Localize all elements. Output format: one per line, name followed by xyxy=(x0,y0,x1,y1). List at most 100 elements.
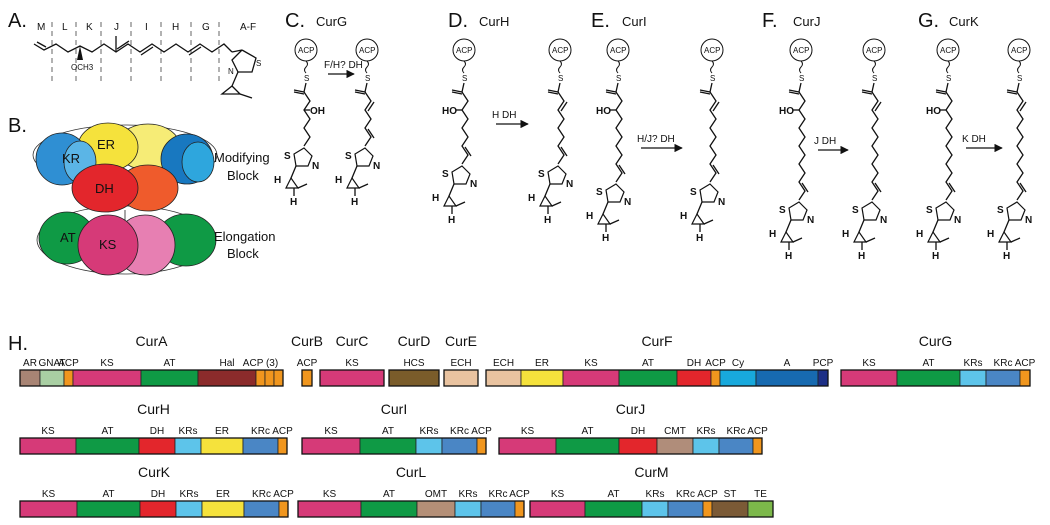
domain-label: GNAT xyxy=(38,358,65,369)
panel-letter: C. xyxy=(285,10,305,32)
panel-h-letter: H. xyxy=(8,333,28,355)
domain-krc xyxy=(441,437,478,455)
domain-dh xyxy=(138,437,176,455)
thiazoline-n: N xyxy=(880,215,887,226)
thiazoline-n: N xyxy=(312,161,319,172)
hydrogen-2: H xyxy=(932,251,939,262)
pantetheine-link xyxy=(872,60,876,74)
cyclopropyl-ring xyxy=(927,230,942,243)
domain-gnat xyxy=(39,369,65,387)
domain-label: ER xyxy=(535,358,549,369)
domain-label: KRs xyxy=(697,426,716,437)
carbonyl-o xyxy=(293,89,305,93)
hydrogen-1: H xyxy=(528,193,535,204)
carbonyl-bond xyxy=(615,82,619,93)
polyketide-chain xyxy=(461,91,469,165)
module-boundaries xyxy=(51,22,220,85)
domain-hal xyxy=(197,369,257,387)
thiazoline-s: S xyxy=(926,205,933,216)
domain-acp xyxy=(1019,369,1031,387)
domain-at xyxy=(555,437,620,455)
domain-er xyxy=(201,500,245,518)
thioester-s: S xyxy=(616,74,621,83)
domain-label: AT xyxy=(382,426,394,437)
thioester-s: S xyxy=(462,74,467,83)
double-bond xyxy=(1019,101,1027,112)
domain-ks xyxy=(72,369,142,387)
domain-label: KRc xyxy=(489,489,508,500)
hydrogen-1: H xyxy=(769,229,776,240)
polyketide-chain xyxy=(709,91,717,183)
protein-outline xyxy=(840,369,1031,387)
domain-label: KRc xyxy=(251,426,270,437)
domain-label: ACP xyxy=(272,426,293,437)
domain-dh xyxy=(139,500,177,518)
domain-krc xyxy=(718,437,754,455)
thioester-s: S xyxy=(365,74,370,83)
cyclopropyl-ring xyxy=(285,176,300,189)
domain-ks xyxy=(19,437,77,455)
thioester-s: S xyxy=(872,74,877,83)
thiazoline-s: S xyxy=(256,59,261,68)
domain-label: KRs xyxy=(179,426,198,437)
methyl-bond xyxy=(609,219,620,225)
carbonyl-double xyxy=(699,91,711,95)
dh-domain-left xyxy=(71,163,139,213)
arrow-label: H DH xyxy=(492,110,516,121)
carbonyl-double xyxy=(788,91,800,95)
reaction-title: CurJ xyxy=(793,14,820,29)
protein-outline xyxy=(19,500,289,518)
carbonyl-o xyxy=(451,89,463,93)
domain-ks xyxy=(19,500,78,518)
domain-label: KS xyxy=(42,489,56,500)
thiazoline-ring xyxy=(605,183,625,203)
carbonyl-double xyxy=(605,91,617,95)
cyclopropyl-link xyxy=(290,165,297,179)
module-labels: M L K J I H G A-F xyxy=(37,22,256,33)
carbonyl-o xyxy=(354,89,366,93)
thiazoline-n: N xyxy=(1025,215,1032,226)
domain-label: KS xyxy=(100,358,114,369)
module-label-i: I xyxy=(145,22,148,33)
double-bond xyxy=(560,101,568,112)
hydroxyl-label: HO xyxy=(926,106,941,117)
domain-at xyxy=(360,500,418,518)
domain-label: DH xyxy=(150,426,164,437)
module-label-k: K xyxy=(86,22,93,33)
domain-ech xyxy=(443,369,479,387)
methoxy-label: OCH3 xyxy=(71,63,94,72)
domain-krc xyxy=(985,369,1021,387)
module-label-j: J xyxy=(114,22,119,33)
cyclopropyl-ring xyxy=(998,230,1013,243)
thiazoline-s: S xyxy=(852,205,859,216)
hydrogen-2: H xyxy=(351,197,358,208)
thiazoline-ring xyxy=(293,147,313,167)
module-label-g: G xyxy=(202,22,210,33)
domain-hcs xyxy=(388,369,440,387)
hydroxyl-label: OH xyxy=(310,106,325,117)
domain-label: TE xyxy=(754,489,767,500)
elongation-label-1: Elongation xyxy=(214,229,275,244)
domain-krc xyxy=(667,500,704,518)
domain-acp xyxy=(476,437,487,455)
domain-ks xyxy=(301,437,361,455)
carbonyl-o xyxy=(1006,89,1018,93)
domain-label: KS xyxy=(345,358,359,369)
domain-label: ACP xyxy=(58,358,79,369)
thiazoline-n: N xyxy=(807,215,814,226)
domain-label: KS xyxy=(584,358,598,369)
panel-letter: D. xyxy=(448,10,468,32)
thioester-s: S xyxy=(558,74,563,83)
double-bond xyxy=(560,146,568,157)
polyketide-chain xyxy=(871,91,879,201)
hydrogen-2: H xyxy=(602,233,609,244)
hydrogen-2: H xyxy=(290,197,297,208)
domain-at xyxy=(896,369,961,387)
hydrogen-1: H xyxy=(274,175,281,186)
ks-label: KS xyxy=(99,237,117,252)
